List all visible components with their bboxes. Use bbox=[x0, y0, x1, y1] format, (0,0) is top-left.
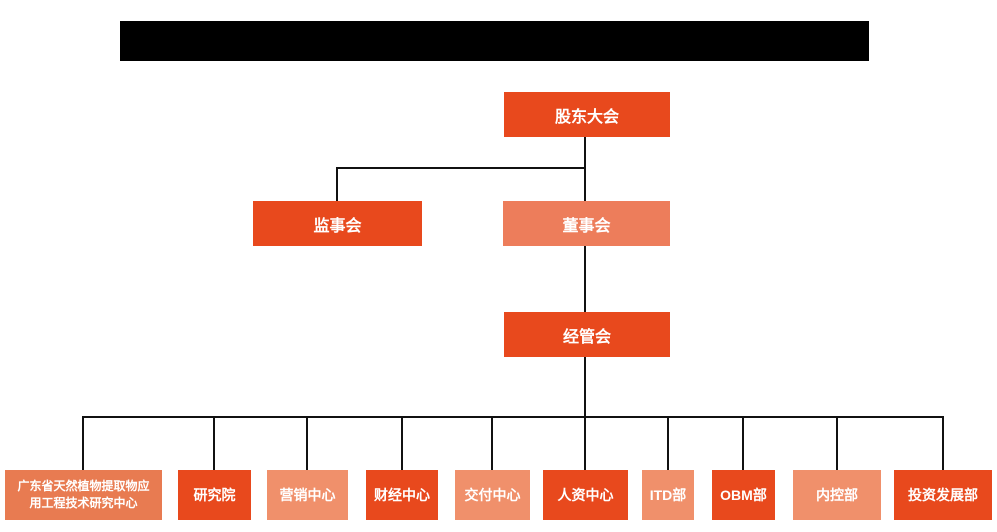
connector-line bbox=[836, 416, 838, 470]
org-node-internal-control-dept: 内控部 bbox=[793, 470, 881, 520]
org-node-itd-dept: ITD部 bbox=[642, 470, 694, 520]
connector-line bbox=[584, 246, 586, 312]
org-node-label: 研究院 bbox=[193, 487, 236, 503]
org-node-shareholders-meeting: 股东大会 bbox=[504, 92, 670, 137]
org-node-label: 广东省天然植物提取物应用工程技术研究中心 bbox=[17, 478, 150, 510]
connector-line bbox=[667, 416, 669, 470]
org-node-label: 监事会 bbox=[313, 217, 362, 235]
org-node-management-committee: 经管会 bbox=[504, 312, 670, 357]
org-node-label: ITD部 bbox=[649, 487, 687, 503]
connector-line bbox=[306, 416, 308, 470]
org-node-label: 财经中心 bbox=[374, 487, 430, 503]
org-node-finance-center: 财经中心 bbox=[366, 470, 438, 520]
connector-line bbox=[491, 416, 493, 470]
connector-line bbox=[336, 167, 338, 201]
org-node-label: 内控部 bbox=[816, 487, 858, 503]
connector-line bbox=[584, 416, 586, 470]
org-node-label: OBM部 bbox=[720, 487, 767, 503]
org-node-research-institute: 研究院 bbox=[178, 470, 251, 520]
org-node-label: 投资发展部 bbox=[908, 487, 978, 503]
org-node-hr-center: 人资中心 bbox=[543, 470, 628, 520]
org-node-label: 交付中心 bbox=[464, 487, 521, 503]
org-node-label: 营销中心 bbox=[279, 487, 336, 503]
connector-line bbox=[336, 167, 586, 169]
org-node-supervisory-board: 监事会 bbox=[253, 201, 422, 246]
connector-line bbox=[213, 416, 215, 470]
connector-line bbox=[742, 416, 744, 470]
connector-line bbox=[942, 416, 944, 470]
org-node-obm-dept: OBM部 bbox=[712, 470, 775, 520]
org-node-board-of-directors: 董事会 bbox=[503, 201, 670, 246]
org-node-delivery-center: 交付中心 bbox=[455, 470, 530, 520]
org-node-label: 股东大会 bbox=[554, 108, 619, 126]
org-node-label: 董事会 bbox=[562, 217, 611, 235]
redacted-title-bar bbox=[120, 21, 869, 61]
org-node-marketing-center: 营销中心 bbox=[267, 470, 348, 520]
connector-line bbox=[82, 416, 84, 470]
connector-line bbox=[82, 416, 944, 418]
org-node-investment-development-dept: 投资发展部 bbox=[894, 470, 992, 520]
org-node-label: 人资中心 bbox=[557, 487, 614, 503]
org-node-research-center: 广东省天然植物提取物应用工程技术研究中心 bbox=[5, 470, 162, 520]
connector-line bbox=[584, 357, 586, 417]
org-node-label: 经管会 bbox=[562, 328, 611, 346]
connector-line bbox=[584, 137, 586, 202]
connector-line bbox=[401, 416, 403, 470]
